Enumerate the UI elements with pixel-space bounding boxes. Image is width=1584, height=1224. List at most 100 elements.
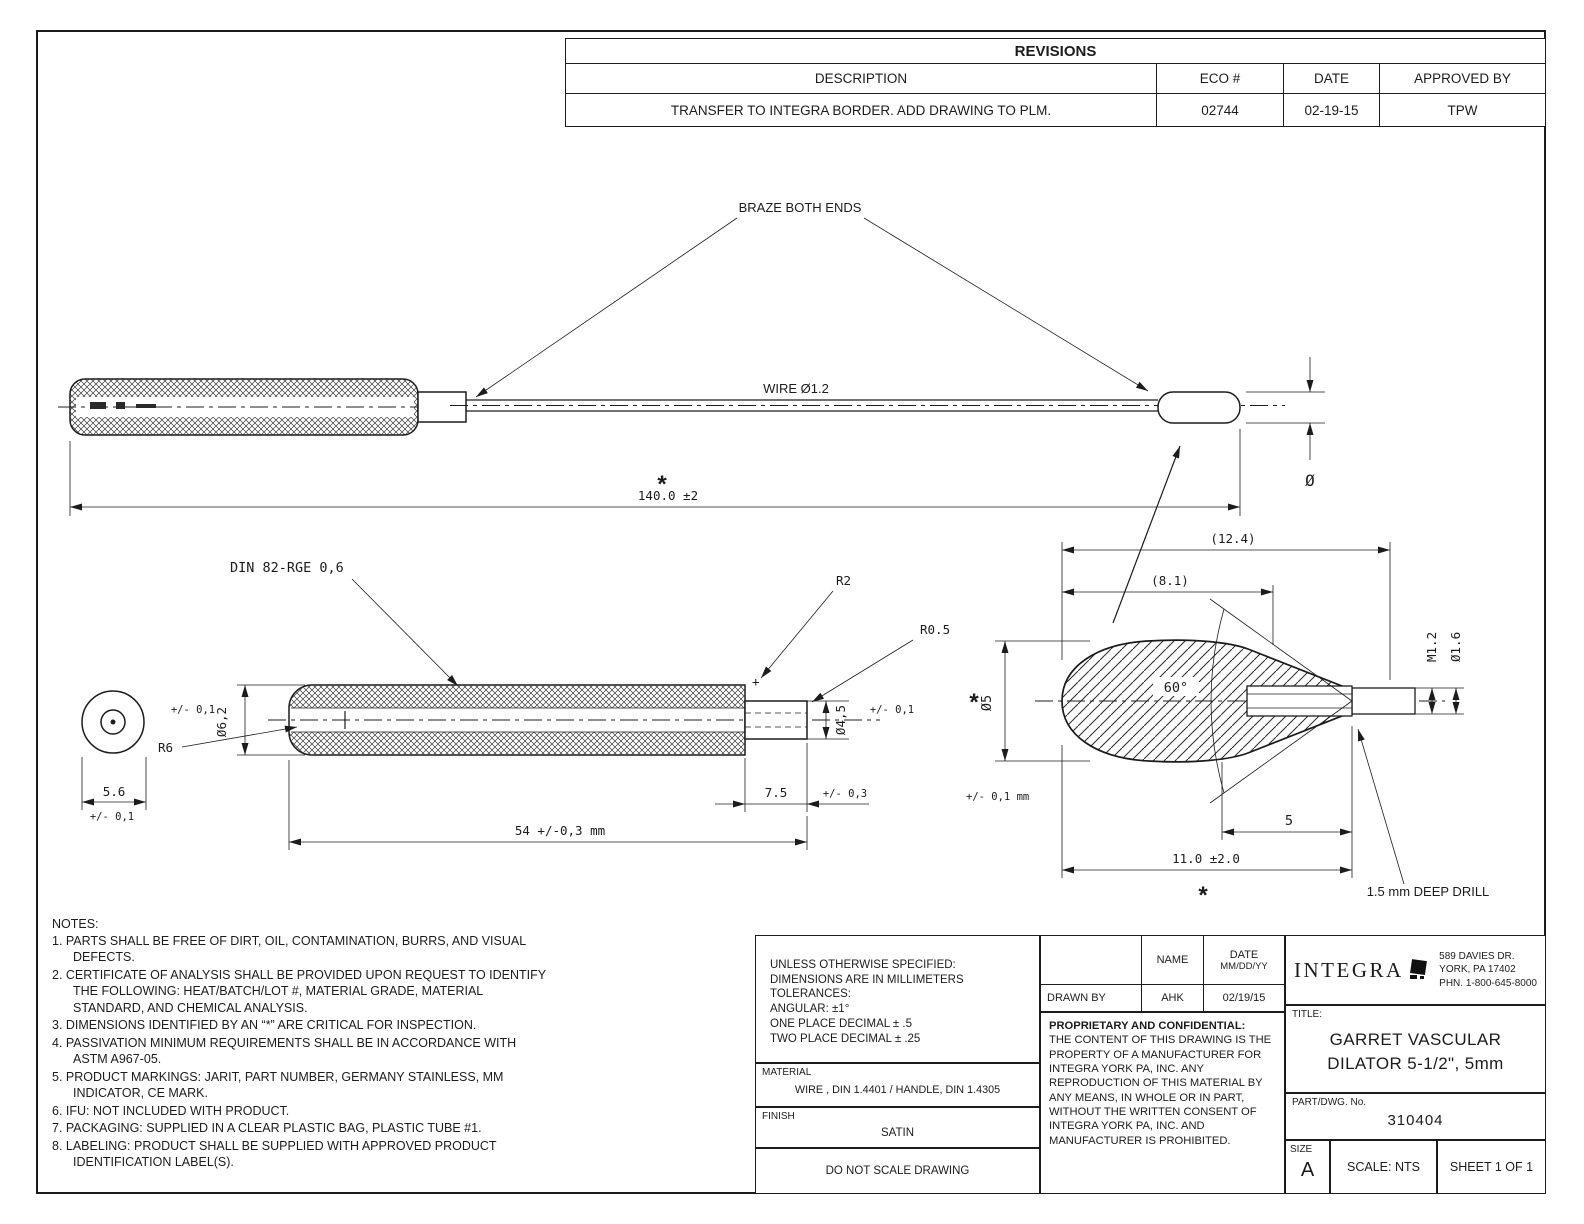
- tip-nose-dim: (8.1): [1151, 573, 1189, 588]
- dia45-tol: +/- 0,1: [870, 704, 914, 716]
- notes-heading: NOTES:: [52, 917, 99, 931]
- company-logo-text: INTEGRA: [1294, 957, 1404, 982]
- braze-leader-right: [863, 217, 1149, 392]
- critical-star-length: *: [657, 471, 667, 498]
- tip-dia-symbol: Ø: [1305, 471, 1315, 490]
- drawing-title-line-2: DILATOR 5-1/2", 5mm: [1327, 1053, 1504, 1073]
- part-number: 310404: [1387, 1112, 1444, 1129]
- handle-tip-cylinder: [744, 700, 808, 740]
- date-header-format: MM/DD/YY: [1220, 960, 1268, 972]
- din-knurl-label: DIN 82-RGE 0,6: [230, 560, 344, 576]
- r2-leader: [760, 590, 834, 679]
- tolerance-line-6: TWO PLACE DECIMAL ± .25: [770, 1032, 921, 1045]
- name-header: NAME: [1141, 936, 1203, 984]
- tiplen-tol: +/- 0,3: [823, 788, 867, 800]
- tolerance-line-4: ANGULAR: ±1°: [770, 1003, 850, 1016]
- dilator-tip: [1157, 391, 1241, 424]
- no-scale-note: DO NOT SCALE DRAWING: [825, 1165, 970, 1177]
- drawn-by-label: DRAWN BY: [1041, 984, 1141, 1011]
- handle-neck: [417, 391, 467, 423]
- address-line-3: PHN. 1-800-645-8000: [1439, 977, 1537, 989]
- notes-section: NOTES: 1. PARTS SHALL BE FREE OF DIRT, O…: [52, 916, 552, 1172]
- handle-end-view-center: [110, 719, 116, 725]
- company-address: 589 DAVIES DR. YORK, PA 17402 PHN. 1-800…: [1439, 950, 1537, 991]
- end-width-dim: 5.6: [103, 784, 126, 799]
- tolerance-box: UNLESS OTHERWISE SPECIFIED: DIMENSIONS A…: [755, 935, 1040, 1063]
- end-width-tol: +/- 0,1: [90, 811, 134, 823]
- detail-callout-arrow: [1112, 445, 1181, 624]
- revisions-title: REVISIONS: [566, 39, 1545, 64]
- braze-label: BRAZE BOTH ENDS: [739, 200, 862, 215]
- title-label: TITLE:: [1292, 1009, 1323, 1020]
- deep-drill-leader: [1357, 728, 1405, 885]
- handle-markings: [90, 402, 156, 409]
- r6-label: R6: [158, 740, 173, 755]
- note-item-1: 1. PARTS SHALL BE FREE OF DIRT, OIL, CON…: [52, 933, 526, 965]
- part-number-label: PART/DWG. No.: [1292, 1097, 1367, 1108]
- proprietary-box: PROPRIETARY AND CONFIDENTIAL: THE CONTEN…: [1040, 1012, 1285, 1194]
- tip-length-dim: 11.0 ±2.0: [1172, 851, 1240, 866]
- proprietary-title: PROPRIETARY AND CONFIDENTIAL:: [1049, 1020, 1246, 1032]
- revisions-header-row: DESCRIPTION ECO # DATE APPROVED BY: [566, 64, 1545, 94]
- note-item-5: 5. PRODUCT MARKINGS: JARIT, PART NUMBER,…: [52, 1069, 504, 1101]
- cone-angle-line-top: [1209, 598, 1353, 702]
- handle-detail-view: 5.6 +/- 0,1 DIN 82-RGE 0,6 R2 + R0.5: [81, 560, 950, 850]
- revision-approved: TPW: [1379, 94, 1545, 126]
- deep-drill-note: 1.5 mm DEEP DRILL: [1367, 884, 1490, 899]
- size-label: SIZE: [1290, 1144, 1313, 1155]
- handle-section-knurl: [289, 685, 745, 755]
- revisions-col-eco: ECO #: [1156, 64, 1283, 94]
- signature-empty-header: [1041, 936, 1141, 984]
- sheet-value: SHEET 1 OF 1: [1449, 1160, 1534, 1174]
- r05-leader: [811, 639, 914, 703]
- note-item-7: 7. PACKAGING: SUPPLIED IN A CLEAR PLASTI…: [52, 1121, 482, 1135]
- scale-value: SCALE: NTS: [1347, 1160, 1420, 1174]
- main-view: BRAZE BOTH ENDS WIRE Ø1.2 140.0 ±2 * Ø: [58, 200, 1325, 624]
- r6-leader: [181, 725, 298, 748]
- address-line-2: YORK, PA 17402: [1439, 964, 1516, 976]
- r05-label: R0.5: [920, 622, 950, 637]
- revisions-col-date: DATE: [1283, 64, 1379, 94]
- integra-logo-mark: [1409, 959, 1427, 979]
- drawing-title-line-1: GARRET VASCULAR: [1329, 1030, 1502, 1049]
- r2-tangent-mark: +: [752, 674, 760, 689]
- note-item-2: 2. CERTIFICATE OF ANALYSIS SHALL BE PROV…: [52, 967, 546, 1015]
- tip-shank: [1351, 687, 1416, 715]
- address-line-1: 589 DAVIES DR.: [1439, 950, 1515, 962]
- cone-angle-arc: [1210, 608, 1225, 794]
- title-box: TITLE: GARRET VASCULAR DILATOR 5-1/2", 5…: [1285, 1005, 1546, 1093]
- scale-box: SCALE: NTS: [1330, 1140, 1437, 1194]
- revision-eco: 02744: [1156, 94, 1283, 126]
- note-item-6: 6. IFU: NOT INCLUDED WITH PRODUCT.: [52, 1103, 290, 1118]
- dia62-dim: Ø6,2: [214, 707, 229, 737]
- tip-drilled-hole: [1246, 685, 1353, 717]
- revisions-col-description: DESCRIPTION: [566, 64, 1156, 94]
- dia16-dim: Ø1.6: [1448, 632, 1463, 662]
- note-item-4: 4. PASSIVATION MINIMUM REQUIREMENTS SHAL…: [52, 1035, 517, 1067]
- cone-angle-line-bottom: [1209, 700, 1353, 804]
- tolerance-line-3: TOLERANCES:: [770, 988, 851, 1001]
- wire-dia-label: WIRE Ø1.2: [763, 381, 829, 396]
- material-value: WIRE , DIN 1.4401 / HANDLE, DIN 1.4305: [794, 1084, 1001, 1096]
- size-value: A: [1300, 1159, 1315, 1181]
- tolerance-line-5: ONE PLACE DECIMAL ± .5: [770, 1017, 913, 1030]
- thread-dim: M1.2: [1424, 632, 1439, 662]
- revisions-col-approved: APPROVED BY: [1379, 64, 1545, 94]
- material-label: MATERIAL: [762, 1067, 812, 1078]
- note-item-8: 8. LABELING: PRODUCT SHALL BE SUPPLIED W…: [52, 1138, 497, 1170]
- revision-date: 02-19-15: [1283, 94, 1379, 126]
- size-box: SIZE A: [1285, 1140, 1330, 1194]
- r2-label: R2: [836, 573, 851, 588]
- finish-label: FINISH: [762, 1111, 795, 1122]
- revisions-table: REVISIONS DESCRIPTION ECO # DATE APPROVE…: [565, 38, 1546, 127]
- signature-table: NAME DATE MM/DD/YY DRAWN BY AHK 02/19/15: [1040, 935, 1285, 1012]
- tolerance-line-2: DIMENSIONS ARE IN MILLIMETERS: [770, 973, 964, 986]
- drawn-by-date: 02/19/15: [1203, 984, 1284, 1011]
- drawn-by-name: AHK: [1141, 984, 1203, 1011]
- no-scale-box: DO NOT SCALE DRAWING: [755, 1148, 1040, 1194]
- critical-star-tiplength: *: [1198, 882, 1208, 909]
- dia5-tol: +/- 0,1 mm: [966, 791, 1029, 803]
- tip-detail-view: 60° (12.4) (8.1) * Ø5 +/- 0,1 mm M1.2 Ø1…: [966, 531, 1489, 909]
